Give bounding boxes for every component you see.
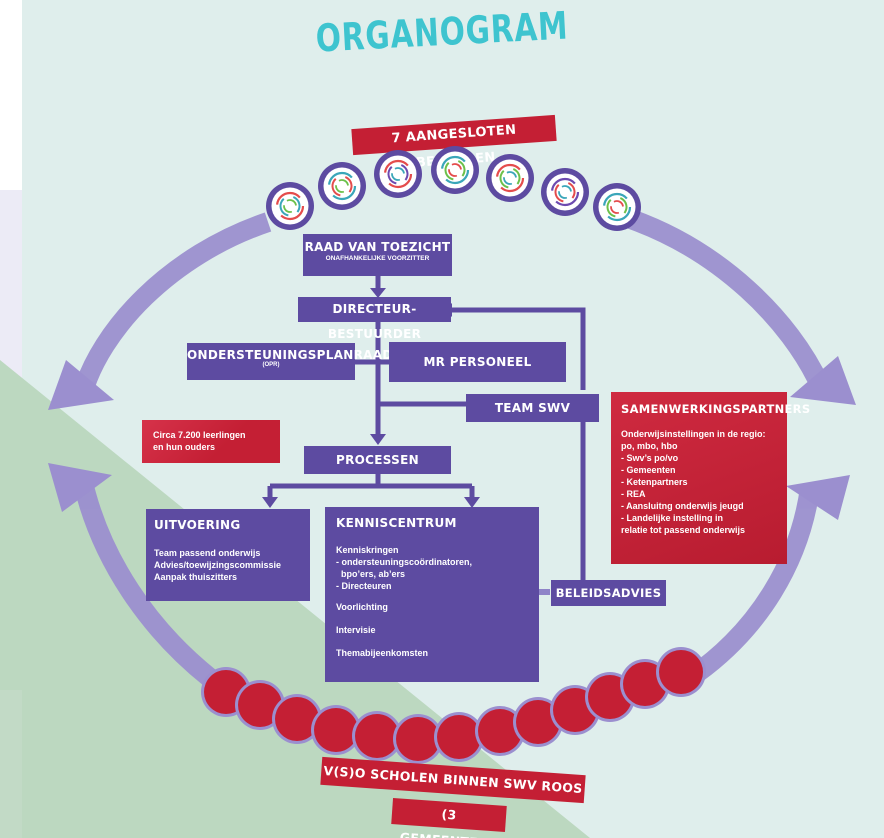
red-school-dot-icon xyxy=(275,697,319,741)
org-logo-icon xyxy=(540,167,590,217)
kenniscentrum-box: KENNISCENTRUM Kenniskringen - ondersteun… xyxy=(325,507,539,682)
team-swv-box: TEAM SWV xyxy=(466,394,599,422)
red-school-dot-icon xyxy=(516,700,560,744)
list-item: - ondersteuningscoördinatoren, xyxy=(336,557,473,567)
mr-personeel-box: MR PERSONEEL xyxy=(389,342,566,382)
org-logo-icon xyxy=(485,153,535,203)
org-logo-icon xyxy=(265,181,315,231)
org-logo-icon xyxy=(317,161,367,211)
ondersteuningsplanraad-box: ONDERSTEUNINGSPLANRAAD (OPR) xyxy=(187,343,392,380)
list-item: - Aansluitng onderwijs jeugd xyxy=(621,501,744,511)
processen-box: PROCESSEN xyxy=(304,446,451,474)
red-school-dot-icon xyxy=(396,717,440,761)
red-school-dot-icon xyxy=(314,708,358,752)
list-item: - Directeuren xyxy=(336,581,392,591)
list-item: relatie tot passend onderwijs xyxy=(621,525,746,535)
list-item: - Ketenpartners xyxy=(621,477,688,487)
list-item: Aanpak thuiszitters xyxy=(154,572,238,582)
list-item: bpo’ers, ab’ers xyxy=(336,569,406,579)
red-school-dot-icon xyxy=(478,709,522,753)
samenwerkingspartners-box: SAMENWERKINGSPARTNERS Onderwijsinstellin… xyxy=(611,392,810,564)
list-item: - REA xyxy=(621,489,646,499)
directeur-bestuurder-box: DIRECTEUR-BESTUURDER xyxy=(298,297,451,341)
raad-van-toezicht-box: RAAD VAN TOEZICHT ONAFHANKELIJKE VOORZIT… xyxy=(303,234,452,276)
org-logo-icon xyxy=(430,145,480,195)
page-title: ORGANOGRAM xyxy=(314,3,570,61)
list-item: - Landelijke instelling in xyxy=(621,513,724,523)
list-item: - Gemeenten xyxy=(621,465,676,475)
list-item: Themabijeenkomsten xyxy=(336,648,429,658)
org-logo-icon xyxy=(592,182,642,232)
red-school-dot-icon xyxy=(659,650,703,694)
beleidsadvies-box: BELEIDSADVIES xyxy=(551,580,666,606)
samenwerkingspartners-list: Onderwijsinstellingen in de regio: po, mb… xyxy=(621,428,787,536)
list-item: Onderwijsinstellingen in de regio: xyxy=(621,429,766,439)
list-item: - Swv’s po/vo xyxy=(621,453,679,463)
kenniskringen-list: - ondersteuningscoördinatoren, bpo’ers, … xyxy=(336,556,539,592)
list-item: Team passend onderwijs xyxy=(154,548,261,558)
list-item: Intervisie xyxy=(336,625,376,635)
red-school-dot-icon xyxy=(355,714,399,758)
list-item: po, mbo, hbo xyxy=(621,441,678,451)
red-school-dot-icon xyxy=(238,683,282,727)
leerlingen-box: Circa 7.200 leerlingen en hun ouders xyxy=(142,420,280,463)
list-item: Advies/toewijzingscommissie xyxy=(154,560,282,570)
list-item: Voorlichting xyxy=(336,602,388,612)
red-school-dot-icon xyxy=(437,715,481,759)
org-logo-icon xyxy=(373,149,423,199)
